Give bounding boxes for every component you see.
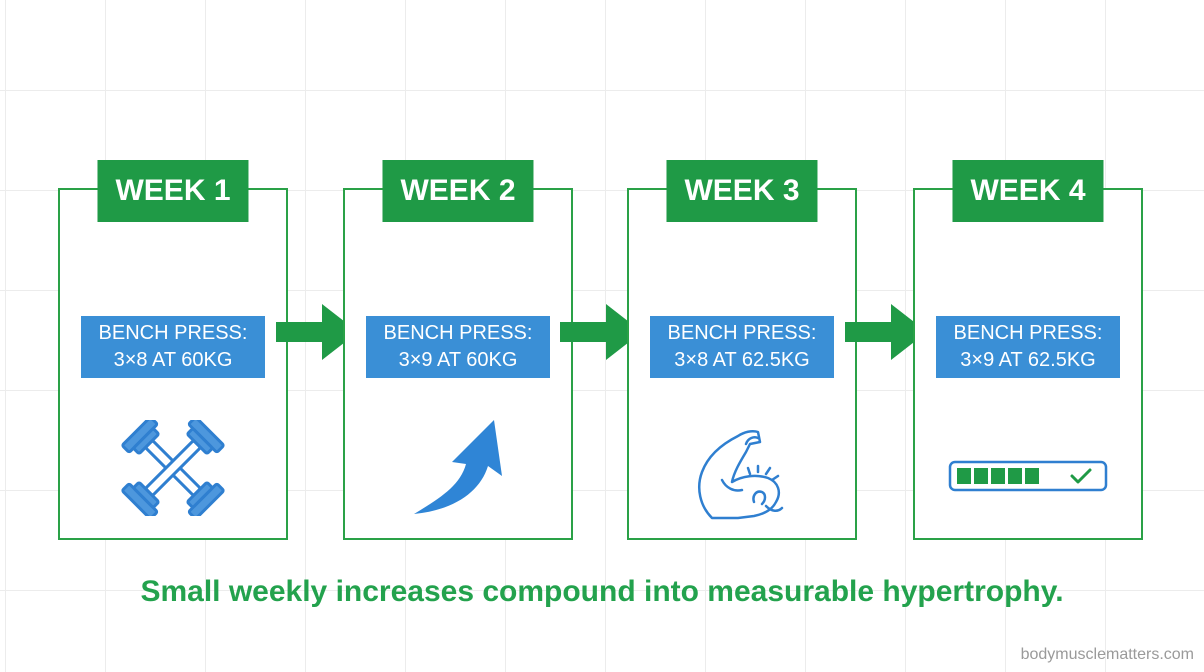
week-2-exercise-box: BENCH PRESS: 3×9 AT 60KG [366, 316, 550, 378]
week-3-card: WEEK 3 BENCH PRESS: 3×8 AT 62.5KG [627, 160, 857, 540]
week-3-exercise-name: BENCH PRESS: [667, 322, 817, 344]
week-4-prescription: 3×9 AT 62.5KG [960, 349, 1096, 371]
watermark: bodymusclematters.com [1020, 646, 1194, 663]
week-2-exercise-name: BENCH PRESS: [383, 322, 533, 344]
week-1-exercise-box: BENCH PRESS: 3×8 AT 60KG [81, 316, 265, 378]
flexed-bicep-icon [692, 422, 792, 527]
arrow-right-icon [276, 302, 360, 367]
caption: Small weekly increases compound into mea… [140, 575, 1064, 608]
week-2-prescription: 3×9 AT 60KG [398, 349, 518, 371]
week-4-exercise-box: BENCH PRESS: 3×9 AT 62.5KG [936, 316, 1120, 378]
week-2-card: WEEK 2 BENCH PRESS: 3×9 AT 60KG [343, 160, 573, 540]
arrow-right-icon [560, 302, 644, 367]
dumbbells-icon [118, 416, 228, 521]
week-4-label: WEEK 4 [952, 160, 1104, 222]
arrow-right-icon [845, 302, 929, 367]
week-3-prescription: 3×8 AT 62.5KG [674, 349, 810, 371]
upward-arrow-icon [408, 418, 508, 523]
progress-bar-check-icon [948, 458, 1108, 499]
week-3-label: WEEK 3 [666, 160, 818, 222]
week-2-label: WEEK 2 [382, 160, 534, 222]
week-1-prescription: 3×8 AT 60KG [113, 349, 233, 371]
week-1-label: WEEK 1 [97, 160, 249, 222]
week-3-exercise-box: BENCH PRESS: 3×8 AT 62.5KG [650, 316, 834, 378]
week-1-exercise-name: BENCH PRESS: [98, 322, 248, 344]
week-4-card: WEEK 4 BENCH PRESS: 3×9 AT 62.5KG [913, 160, 1143, 540]
week-1-card: WEEK 1 BENCH PRESS: 3×8 AT 60KG [58, 160, 288, 540]
week-4-exercise-name: BENCH PRESS: [953, 322, 1103, 344]
